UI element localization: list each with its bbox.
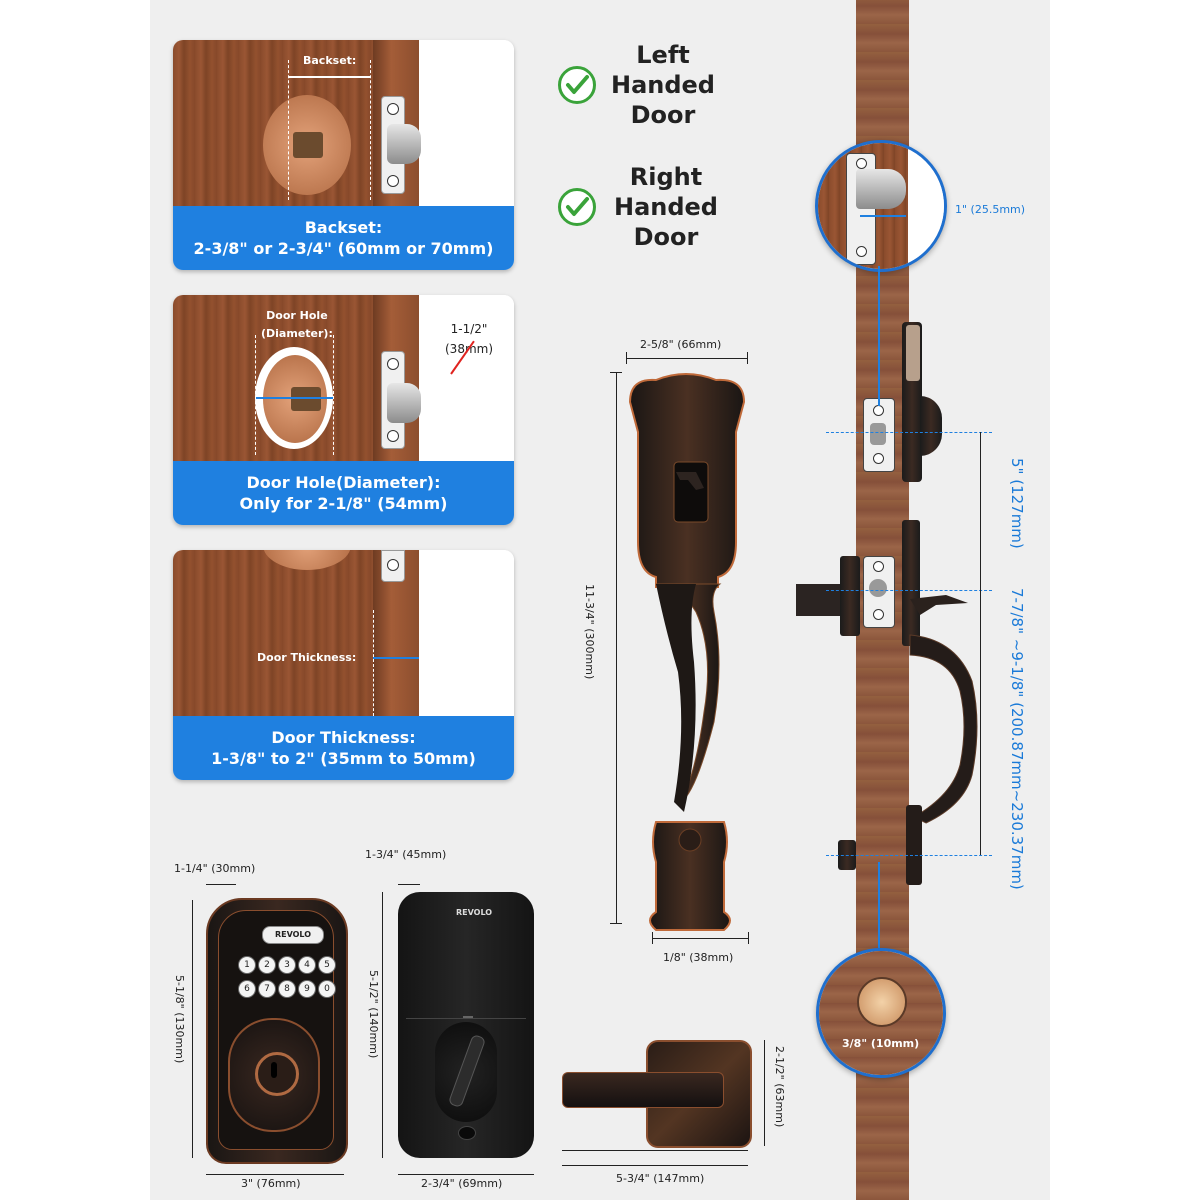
backset-card: Backset: Backset: 2-3/8" or 2-3/4" (60mm… (173, 40, 514, 270)
keypad-key[interactable]: 9 (298, 980, 316, 998)
bolt-hole-magnifier (816, 948, 946, 1078)
handle-height-line (616, 372, 617, 924)
left-handed-line1: Left (636, 41, 690, 69)
interior-height-line (382, 892, 383, 1158)
keypad-height-line (192, 900, 193, 1158)
lever-handle[interactable] (562, 1072, 724, 1108)
handle-side-profile (906, 595, 986, 899)
keypad-key[interactable]: 6 (238, 980, 256, 998)
check-icon (558, 188, 596, 226)
lever-width-line (562, 1150, 748, 1151)
interior-width-label: 2-3/4" (69mm) (421, 1177, 503, 1190)
latch-depth-magnifier (815, 140, 947, 272)
lever-height-line (764, 1040, 765, 1146)
keypad-key[interactable]: 8 (278, 980, 296, 998)
lever-width-label: 5-3/4" (147mm) (616, 1172, 705, 1185)
handle-spacing-line (980, 590, 981, 855)
handle-base-label: 1/8" (38mm) (663, 951, 734, 964)
door-hole-card: Door Hole (Diameter): 1-1/2" (38mm) Door… (173, 295, 514, 525)
backset-banner: Backset: 2-3/8" or 2-3/4" (60mm or 70mm) (173, 206, 514, 270)
diameter-arrow (255, 397, 333, 399)
right-handed-line1: Right (629, 163, 703, 191)
right-handed-line2: Handed (613, 193, 718, 221)
handle-base-line (652, 938, 748, 939)
door-thickness-title: Door Thickness: (271, 728, 416, 747)
left-handed-line3: Door (630, 101, 696, 129)
bolt-pointer-line (878, 862, 880, 948)
right-handed-line3: Door (633, 223, 699, 251)
deadbolt-strike (863, 398, 895, 472)
unsupported-size: 1-1/2" (38mm) (445, 319, 493, 359)
door-hole-value: Only for 2-1/8" (54mm) (239, 494, 448, 513)
backset-value: 2-3/8" or 2-3/4" (60mm or 70mm) (193, 239, 494, 258)
keypad-key[interactable]: 4 (298, 956, 316, 974)
latch-bolt (387, 383, 421, 423)
keypad-width-line (206, 1174, 344, 1175)
thickness-label: Door Thickness: (257, 651, 357, 664)
door-thickness-card: Door Thickness: Door Thickness: 1-3/8" t… (173, 550, 514, 780)
handle-width-label: 2-5/8" (66mm) (640, 338, 722, 351)
door-hole-banner: Door Hole(Diameter): Only for 2-1/8" (54… (173, 461, 514, 525)
backset-title: Backset: (304, 218, 383, 237)
hole-spacing-line (980, 432, 981, 590)
latch-strike (863, 556, 895, 628)
door-hole-label: Door Hole (Diameter): (261, 307, 333, 343)
check-icon (558, 66, 596, 104)
latch-depth-label: 1" (25.5mm) (955, 203, 1026, 216)
keypad-key[interactable]: 1 (238, 956, 256, 974)
handle-width-line (626, 358, 748, 359)
keypad-key[interactable]: 3 (278, 956, 296, 974)
keypad-depth-line (206, 884, 236, 885)
backset-arrow (288, 76, 370, 78)
keyhole-icon (255, 1052, 299, 1096)
keypad-logo: REVOLO (262, 926, 324, 944)
keypad-key[interactable]: 7 (258, 980, 276, 998)
bolt-center-line (826, 855, 992, 856)
keypad-width-label: 3" (76mm) (241, 1177, 301, 1190)
latch-center-line (826, 590, 992, 591)
door-thickness-banner: Door Thickness: 1-3/8" to 2" (35mm to 50… (173, 716, 514, 780)
lever-height-label: 2-1/2" (63mm) (773, 1046, 786, 1128)
door-hole-title: Door Hole(Diameter): (246, 473, 441, 492)
thickness-arrow (373, 657, 419, 659)
left-handed-line2: Handed (610, 71, 715, 99)
interior-logo: REVOLO (456, 908, 493, 917)
interior-width-line (398, 1174, 534, 1175)
door-hole-label-line1: Door Hole (266, 309, 328, 322)
unsupported-size-line1: 1-1/2" (450, 322, 488, 336)
handle-front-view (626, 372, 751, 941)
bolt-hole-label: 3/8" (10mm) (842, 1037, 920, 1050)
left-handed-label: Left Handed Door (603, 40, 723, 130)
backset-label: Backset: (303, 54, 357, 67)
handle-spacing-label: 7-7/8" ~9-1/8" (200.87mm~230.37mm) (1008, 588, 1026, 890)
interior-depth-line (398, 884, 420, 885)
interior-height-label: 5-1/2" (140mm) (367, 970, 380, 1059)
magnifier-pointer-line (878, 266, 880, 406)
door-hole-label-line2: (Diameter): (261, 327, 333, 340)
keypad-key[interactable]: 0 (318, 980, 336, 998)
keypad-key[interactable]: 2 (258, 956, 276, 974)
right-handed-label: Right Handed Door (603, 162, 729, 252)
deadbolt-center-line (826, 432, 992, 433)
keypad-height-label: 5-1/8" (130mm) (173, 975, 186, 1064)
latch-bolt (387, 124, 421, 164)
hole-spacing-label: 5" (127mm) (1008, 458, 1026, 549)
keypad-depth-label: 1-1/4" (30mm) (174, 862, 256, 875)
door-thickness-value: 1-3/8" to 2" (35mm to 50mm) (211, 749, 476, 768)
interior-depth-label: 1-3/4" (45mm) (365, 848, 447, 861)
keypad-key[interactable]: 5 (318, 956, 336, 974)
handle-height-label: 11-3/4" (300mm) (583, 584, 596, 680)
